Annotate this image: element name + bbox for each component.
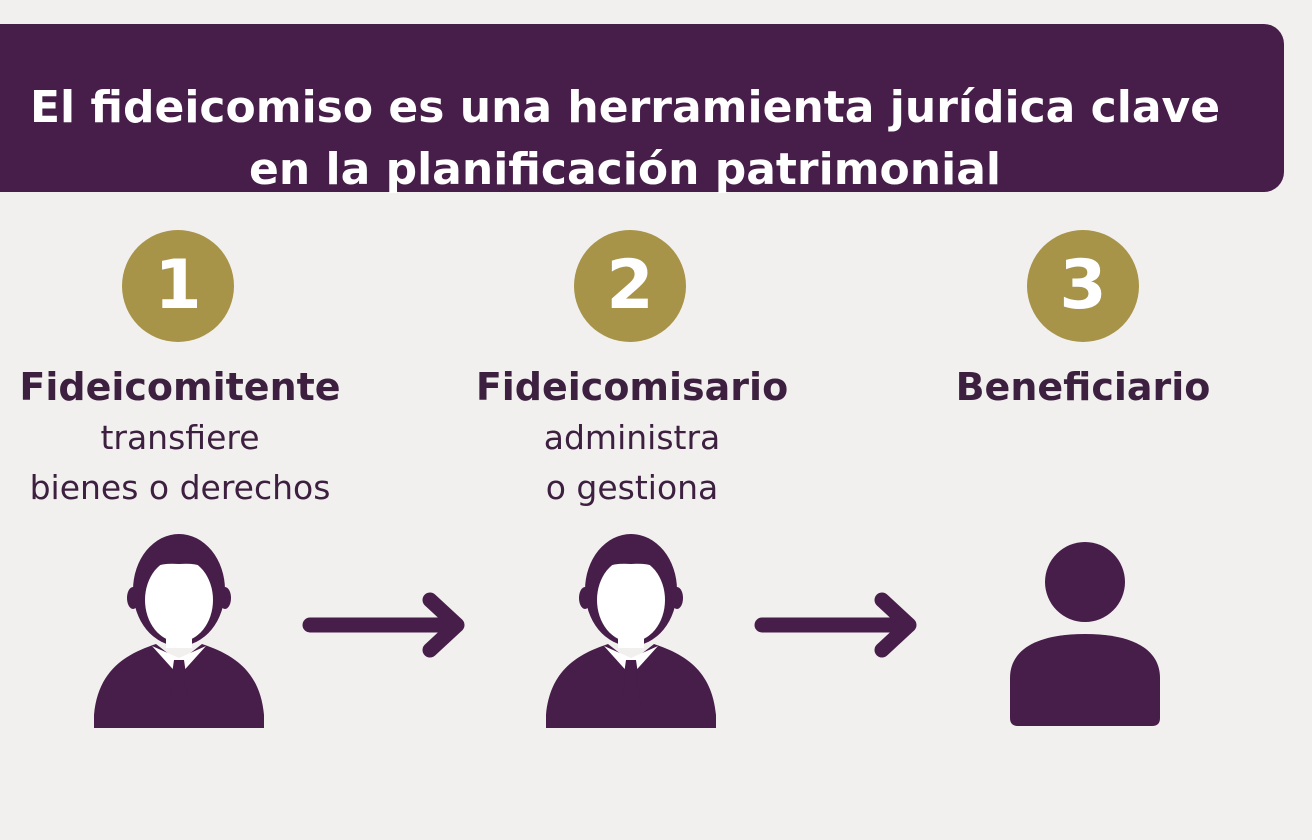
step-description-line-1: transfiere bbox=[100, 418, 260, 457]
arrow-right-icon bbox=[302, 590, 472, 660]
step-title: Beneficiario bbox=[955, 365, 1211, 409]
step-description-line-2: bienes o derechos bbox=[29, 468, 331, 507]
page-title: El fideicomiso es una herramienta jurídi… bbox=[0, 77, 1250, 201]
businessman-icon bbox=[546, 530, 716, 730]
title-line-2: en la planificación patrimonial bbox=[249, 144, 1001, 195]
step-title: Fideicomisario bbox=[475, 365, 789, 409]
title-banner: El fideicomiso es una herramienta jurídi… bbox=[0, 24, 1284, 195]
step-description-line-2: o gestiona bbox=[545, 468, 719, 507]
arrow-right-icon bbox=[754, 590, 924, 660]
title-line-1: El fideicomiso es una herramienta jurídi… bbox=[29, 82, 1221, 133]
step-description-line-1: administra bbox=[543, 418, 721, 457]
businessman-icon bbox=[94, 530, 264, 730]
step-title: Fideicomitente bbox=[19, 365, 341, 409]
person-icon bbox=[1010, 538, 1160, 728]
step-description: administra o gestiona bbox=[422, 413, 842, 513]
step-number-badge: 1 bbox=[122, 230, 234, 342]
step-number-badge: 3 bbox=[1027, 230, 1139, 342]
step-description: transfiere bienes o derechos bbox=[0, 413, 390, 513]
step-number-badge: 2 bbox=[574, 230, 686, 342]
